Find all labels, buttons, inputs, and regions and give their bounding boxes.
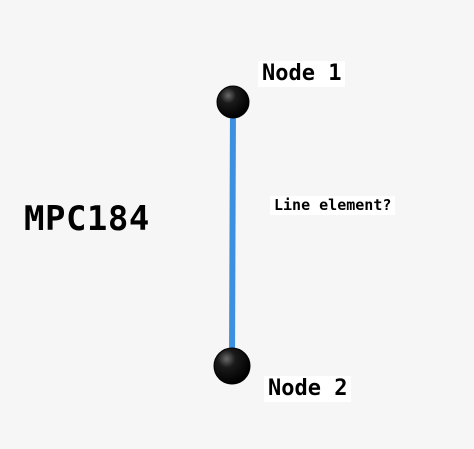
node-1-label: Node 1 — [258, 61, 346, 87]
line-element-edge — [229, 99, 236, 369]
node-2-label: Node 2 — [264, 376, 352, 402]
diagram-title: MPC184 — [24, 199, 150, 239]
edge-label: Line element? — [270, 196, 396, 215]
node-1-marker — [216, 85, 250, 119]
node-2-marker — [213, 347, 251, 385]
